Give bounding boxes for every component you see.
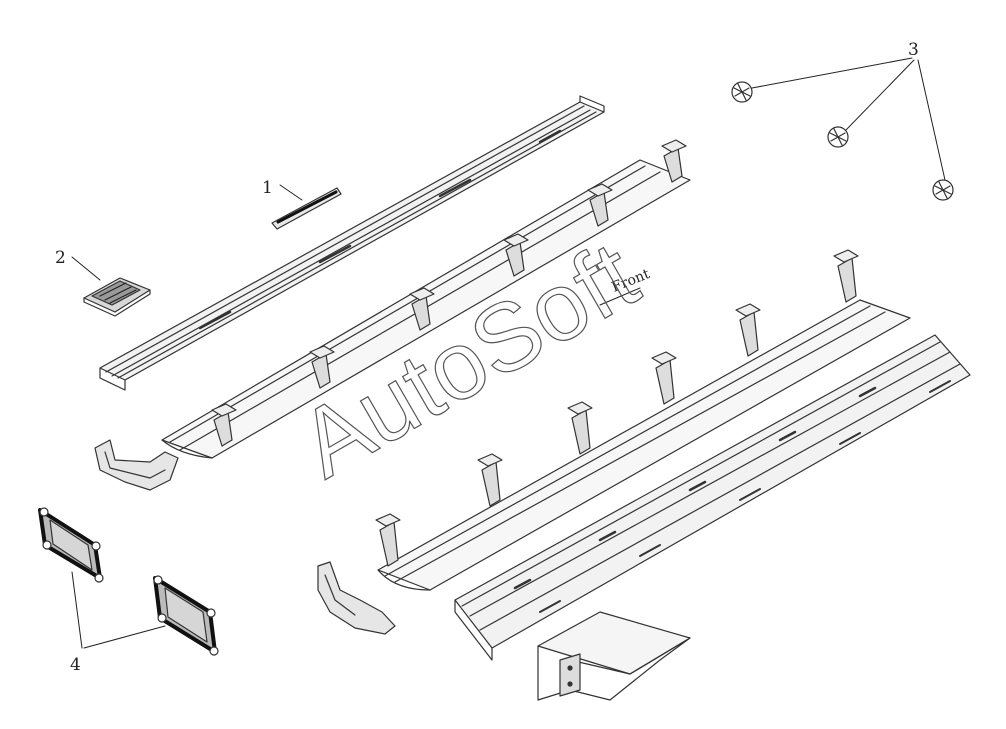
bottom-box-bracket xyxy=(537,611,691,701)
part-3-fastener-3 xyxy=(932,179,954,201)
rail-bracket xyxy=(211,403,237,447)
callout-label: 3 xyxy=(908,40,919,60)
rail-bracket xyxy=(503,233,529,277)
rail-bracket xyxy=(735,303,761,357)
rail-bracket xyxy=(661,139,687,183)
lower-bracket-rail xyxy=(375,249,911,591)
rail-bracket xyxy=(309,345,335,389)
rail-bracket xyxy=(567,401,593,455)
rail-bracket xyxy=(477,453,503,507)
callout-label: 1 xyxy=(262,178,273,198)
upper-channel-rail xyxy=(99,95,605,391)
callout-label: 2 xyxy=(55,248,66,268)
part-3-fastener-2 xyxy=(827,126,849,148)
part-3-fastener-1 xyxy=(731,81,753,103)
left-end-cap xyxy=(94,439,179,491)
rail-bracket xyxy=(651,351,677,405)
part-1-trim-strip xyxy=(271,187,342,230)
part-4-access-cover-1 xyxy=(38,507,104,583)
leader-lines xyxy=(71,57,946,649)
outer-channel-rail xyxy=(454,334,971,661)
middle-bracket-rail xyxy=(161,139,691,459)
part-4-access-cover-2 xyxy=(153,575,219,656)
callout-label: 4 xyxy=(70,655,81,675)
rail-bracket xyxy=(409,287,435,331)
rail-bracket xyxy=(587,183,613,227)
rail-bracket xyxy=(833,249,859,303)
rail-bracket xyxy=(375,513,401,567)
lower-end-cap xyxy=(317,561,396,635)
part-2-grille-bracket xyxy=(83,277,151,317)
